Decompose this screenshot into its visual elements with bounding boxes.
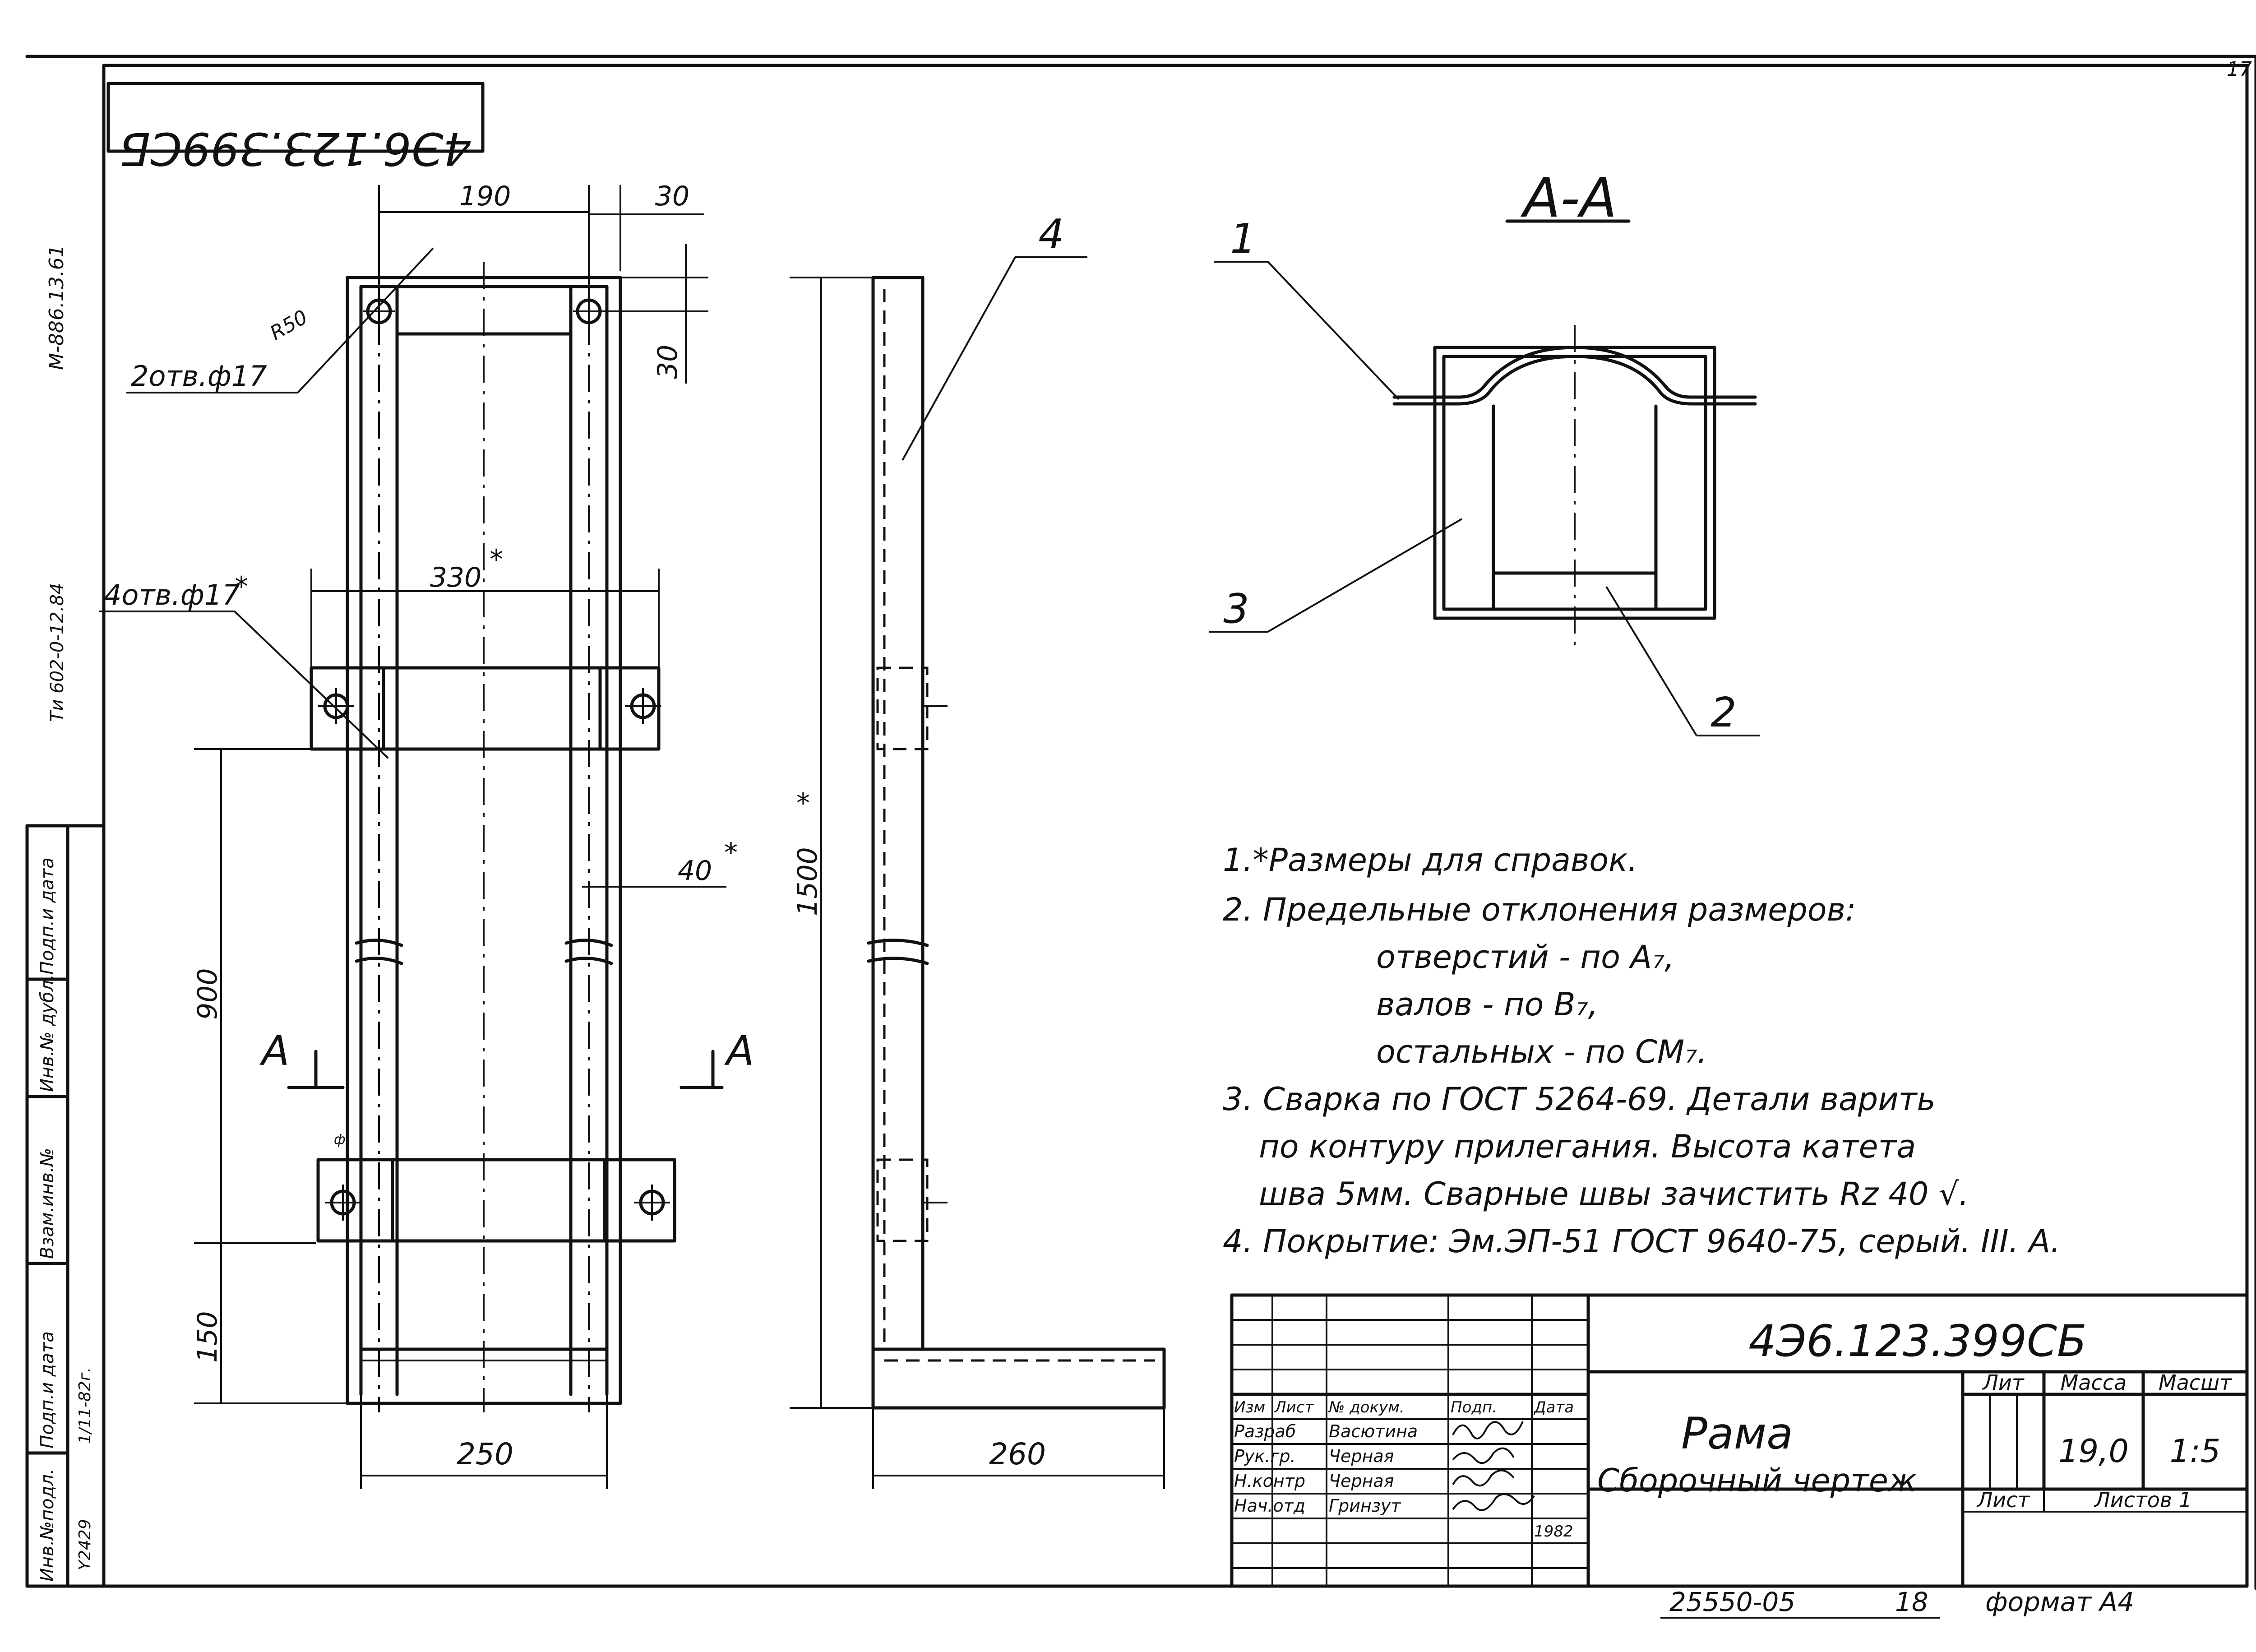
section-title: А-А [1520, 167, 1617, 230]
small-mark: ф [334, 1132, 346, 1148]
dim-40-star: * [724, 837, 738, 869]
note-3a: по контуру прилегания. Высота катета [1259, 1128, 1916, 1165]
tb-role-2: Рук.гр. [1234, 1446, 1296, 1466]
tb-role-4: Нач.отд [1234, 1496, 1305, 1516]
tb-sheet: Лист [1976, 1488, 2030, 1512]
tb-name: Рама [1681, 1408, 1793, 1459]
r50-label: R50 [266, 305, 311, 345]
side-ref-1: М-886.13.61 [45, 245, 68, 370]
holes-mid-label: 4отв.ф17 [104, 578, 240, 611]
tb-role-1: Разраб [1234, 1421, 1296, 1441]
pos-4: 4 [1038, 211, 1064, 258]
tb-mass: 19,0 [2058, 1433, 2129, 1470]
tb-hdr-date: Дата [1533, 1398, 1574, 1416]
sheet-number: 17 [2227, 58, 2252, 81]
cut-a-left: A [259, 1027, 290, 1075]
side-col-1: Подп.и дата [37, 857, 58, 975]
dim-330-star: * [490, 544, 503, 575]
side-sig-date: 1/11-82г. [76, 1367, 94, 1444]
dim-30-top: 30 [655, 180, 689, 212]
dim-40: 40 [678, 855, 712, 887]
footer-format: формат А4 [1985, 1587, 2134, 1617]
stamp-text: 4Э6.123.399СБ [120, 122, 472, 175]
side-strip: М-886.13.61 Tи 602-0-12.84 Подп.и дата И… [25, 245, 106, 1588]
notes: 1.*Размеры для справок. 2. Предельные от… [1223, 842, 2060, 1260]
pos-2: 2 [1710, 689, 1736, 736]
pos-3: 3 [1223, 585, 1249, 633]
note-3: 3. Сварка по ГОСТ 5264-69. Детали варить [1223, 1081, 1936, 1118]
dim-330: 330 [430, 562, 482, 593]
side-col-2: Инв.№ дубл. [37, 974, 58, 1092]
tb-hdr-mass: Масса [2061, 1370, 2127, 1395]
side-inv-no: Y2429 [76, 1519, 94, 1570]
tb-hdr-izm: Изм [1234, 1398, 1265, 1416]
dim-150: 150 [192, 1311, 223, 1363]
side-view: 4 1500 * 260 [790, 211, 1166, 1489]
tb-date: 1982 [1534, 1522, 1573, 1541]
note-1: 1.*Размеры для справок. [1223, 842, 1638, 879]
tb-name-4: Гринзут [1329, 1496, 1402, 1516]
footer-page: 18 [1895, 1587, 1928, 1617]
front-view: 190 30 30 R50 2отв.ф17 330 * 4отв.ф17 * … [99, 180, 754, 1489]
holes-mid-star: * [235, 571, 248, 602]
tb-hdr-lit: Лит [1982, 1370, 2024, 1395]
dim-900: 900 [192, 968, 223, 1020]
tb-designation: 4Э6.123.399СБ [1748, 1316, 2087, 1366]
note-2b: валов - по В₇, [1376, 986, 1598, 1023]
tb-hdr-sign: Подп. [1451, 1398, 1497, 1416]
note-2a: отверстий - по А₇, [1376, 939, 1674, 976]
tb-name-3: Черная [1329, 1471, 1394, 1491]
side-ref-2: Tи 602-0-12.84 [47, 583, 68, 722]
tb-name-1: Васютина [1329, 1421, 1418, 1441]
note-4: 4. Покрытие: Эм.ЭП-51 ГОСТ 9640-75, серы… [1223, 1223, 2060, 1260]
dim-1500-star: * [796, 787, 810, 819]
tb-role-3: Н.контр [1234, 1471, 1305, 1491]
tb-scale: 1:5 [2170, 1433, 2221, 1470]
dim-260: 260 [989, 1437, 1046, 1472]
holes-top-label: 2отв.ф17 [131, 360, 267, 393]
title-block: Изм Лист № докум. Подп. Дата Разраб Васю… [1230, 1293, 2249, 1588]
tb-sheets: Листов 1 [2094, 1488, 2192, 1512]
tb-hdr-list: Лист [1274, 1398, 1314, 1416]
side-col-5: Инв.№подл. [37, 1468, 58, 1582]
pos-1: 1 [1230, 215, 1256, 263]
tb-hdr-doc: № докум. [1328, 1398, 1405, 1416]
side-col-4: Подп.и дата [37, 1331, 58, 1448]
tb-doc-type: Сборочный чертеж [1597, 1462, 1917, 1499]
tb-hdr-scale: Масшт [2159, 1370, 2232, 1395]
dim-1500: 1500 [792, 847, 823, 916]
footer-code: 25550-05 [1669, 1587, 1795, 1617]
note-2c: остальных - по СМ₇. [1376, 1033, 1707, 1070]
signature-scribbles [1452, 1421, 1535, 1511]
dim-190: 190 [459, 180, 511, 212]
tb-name-2: Черная [1329, 1446, 1394, 1466]
note-3b: шва 5мм. Сварные швы зачистить Rz 40 √. [1259, 1175, 1969, 1212]
dim-250: 250 [457, 1437, 513, 1472]
side-col-3: Взам.инв.№ [37, 1148, 58, 1259]
section-aa: А-А 1 3 2 [1209, 167, 1760, 736]
footer: 25550-05 18 формат А4 [1660, 1587, 2134, 1619]
stamp-box: 4Э6.123.399СБ [106, 82, 485, 175]
dim-30-side: 30 [652, 345, 684, 379]
cut-a-right: A [724, 1027, 754, 1075]
note-2: 2. Предельные отклонения размеров: [1223, 891, 1856, 928]
